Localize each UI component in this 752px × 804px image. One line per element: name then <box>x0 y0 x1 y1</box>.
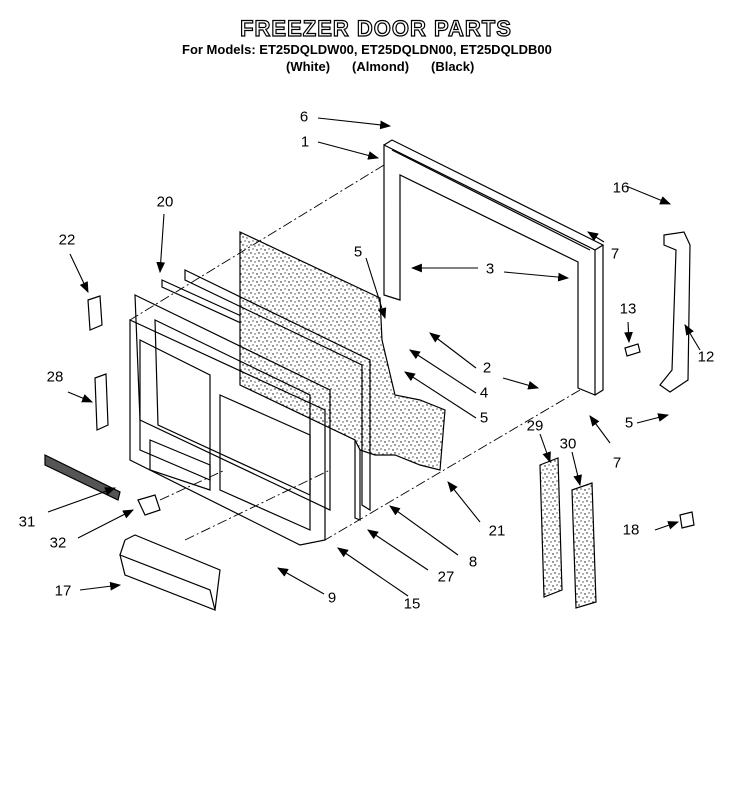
callout-5-upper: 5 <box>353 243 363 261</box>
bracket-part-28 <box>94 373 109 431</box>
leader-lines <box>47 117 701 597</box>
callout-20: 20 <box>156 193 174 211</box>
door-bin-part-17 <box>119 534 221 611</box>
shelf-rail-part-31 <box>44 454 121 501</box>
callout-6: 6 <box>299 108 309 126</box>
callout-29: 29 <box>526 417 544 435</box>
callout-32: 32 <box>49 534 67 552</box>
hinge-part-22 <box>87 295 103 331</box>
callout-4: 4 <box>479 384 489 402</box>
callout-15: 15 <box>403 595 421 613</box>
stop-part-18 <box>679 511 695 529</box>
callout-9: 9 <box>327 589 337 607</box>
callout-5-right: 5 <box>624 414 634 432</box>
gasket-part-30 <box>571 482 597 609</box>
callout-3: 3 <box>485 260 495 278</box>
clip-part-32 <box>137 494 161 516</box>
callout-30: 30 <box>559 435 577 453</box>
callout-18: 18 <box>622 521 640 539</box>
callout-28: 28 <box>46 368 64 386</box>
callout-8: 8 <box>468 553 478 571</box>
gasket-part-29 <box>539 457 563 598</box>
color-black-label: (Black) <box>431 59 475 74</box>
page-title: FREEZER DOOR PARTS <box>239 15 512 41</box>
color-almond-label: (Almond) <box>352 59 410 74</box>
door-frame-part-1 <box>383 139 605 396</box>
callout-7-lower: 7 <box>612 454 622 472</box>
callout-5-lower: 5 <box>479 409 489 427</box>
handle-part-12 <box>659 231 691 393</box>
alignment-lines <box>129 164 581 541</box>
callout-27: 27 <box>437 568 455 586</box>
callout-16: 16 <box>612 179 630 197</box>
callout-2: 2 <box>482 359 492 377</box>
insulation-part-21 <box>239 231 446 471</box>
callout-17: 17 <box>54 582 72 600</box>
callout-7-upper: 7 <box>610 245 620 263</box>
inner-door-panel-part-15 <box>129 319 326 546</box>
callout-12: 12 <box>697 348 715 366</box>
spacer-part-13 <box>624 343 641 357</box>
callout-1: 1 <box>300 133 310 151</box>
model-numbers: For Models: ET25DQLDW00, ET25DQLDN00, ET… <box>182 42 552 57</box>
callout-31: 31 <box>18 513 36 531</box>
callout-22: 22 <box>58 231 76 249</box>
breaker-strip-part-27 <box>184 269 371 512</box>
callout-13: 13 <box>619 300 637 318</box>
callout-21: 21 <box>488 522 506 540</box>
color-white-label: (White) <box>286 59 331 74</box>
